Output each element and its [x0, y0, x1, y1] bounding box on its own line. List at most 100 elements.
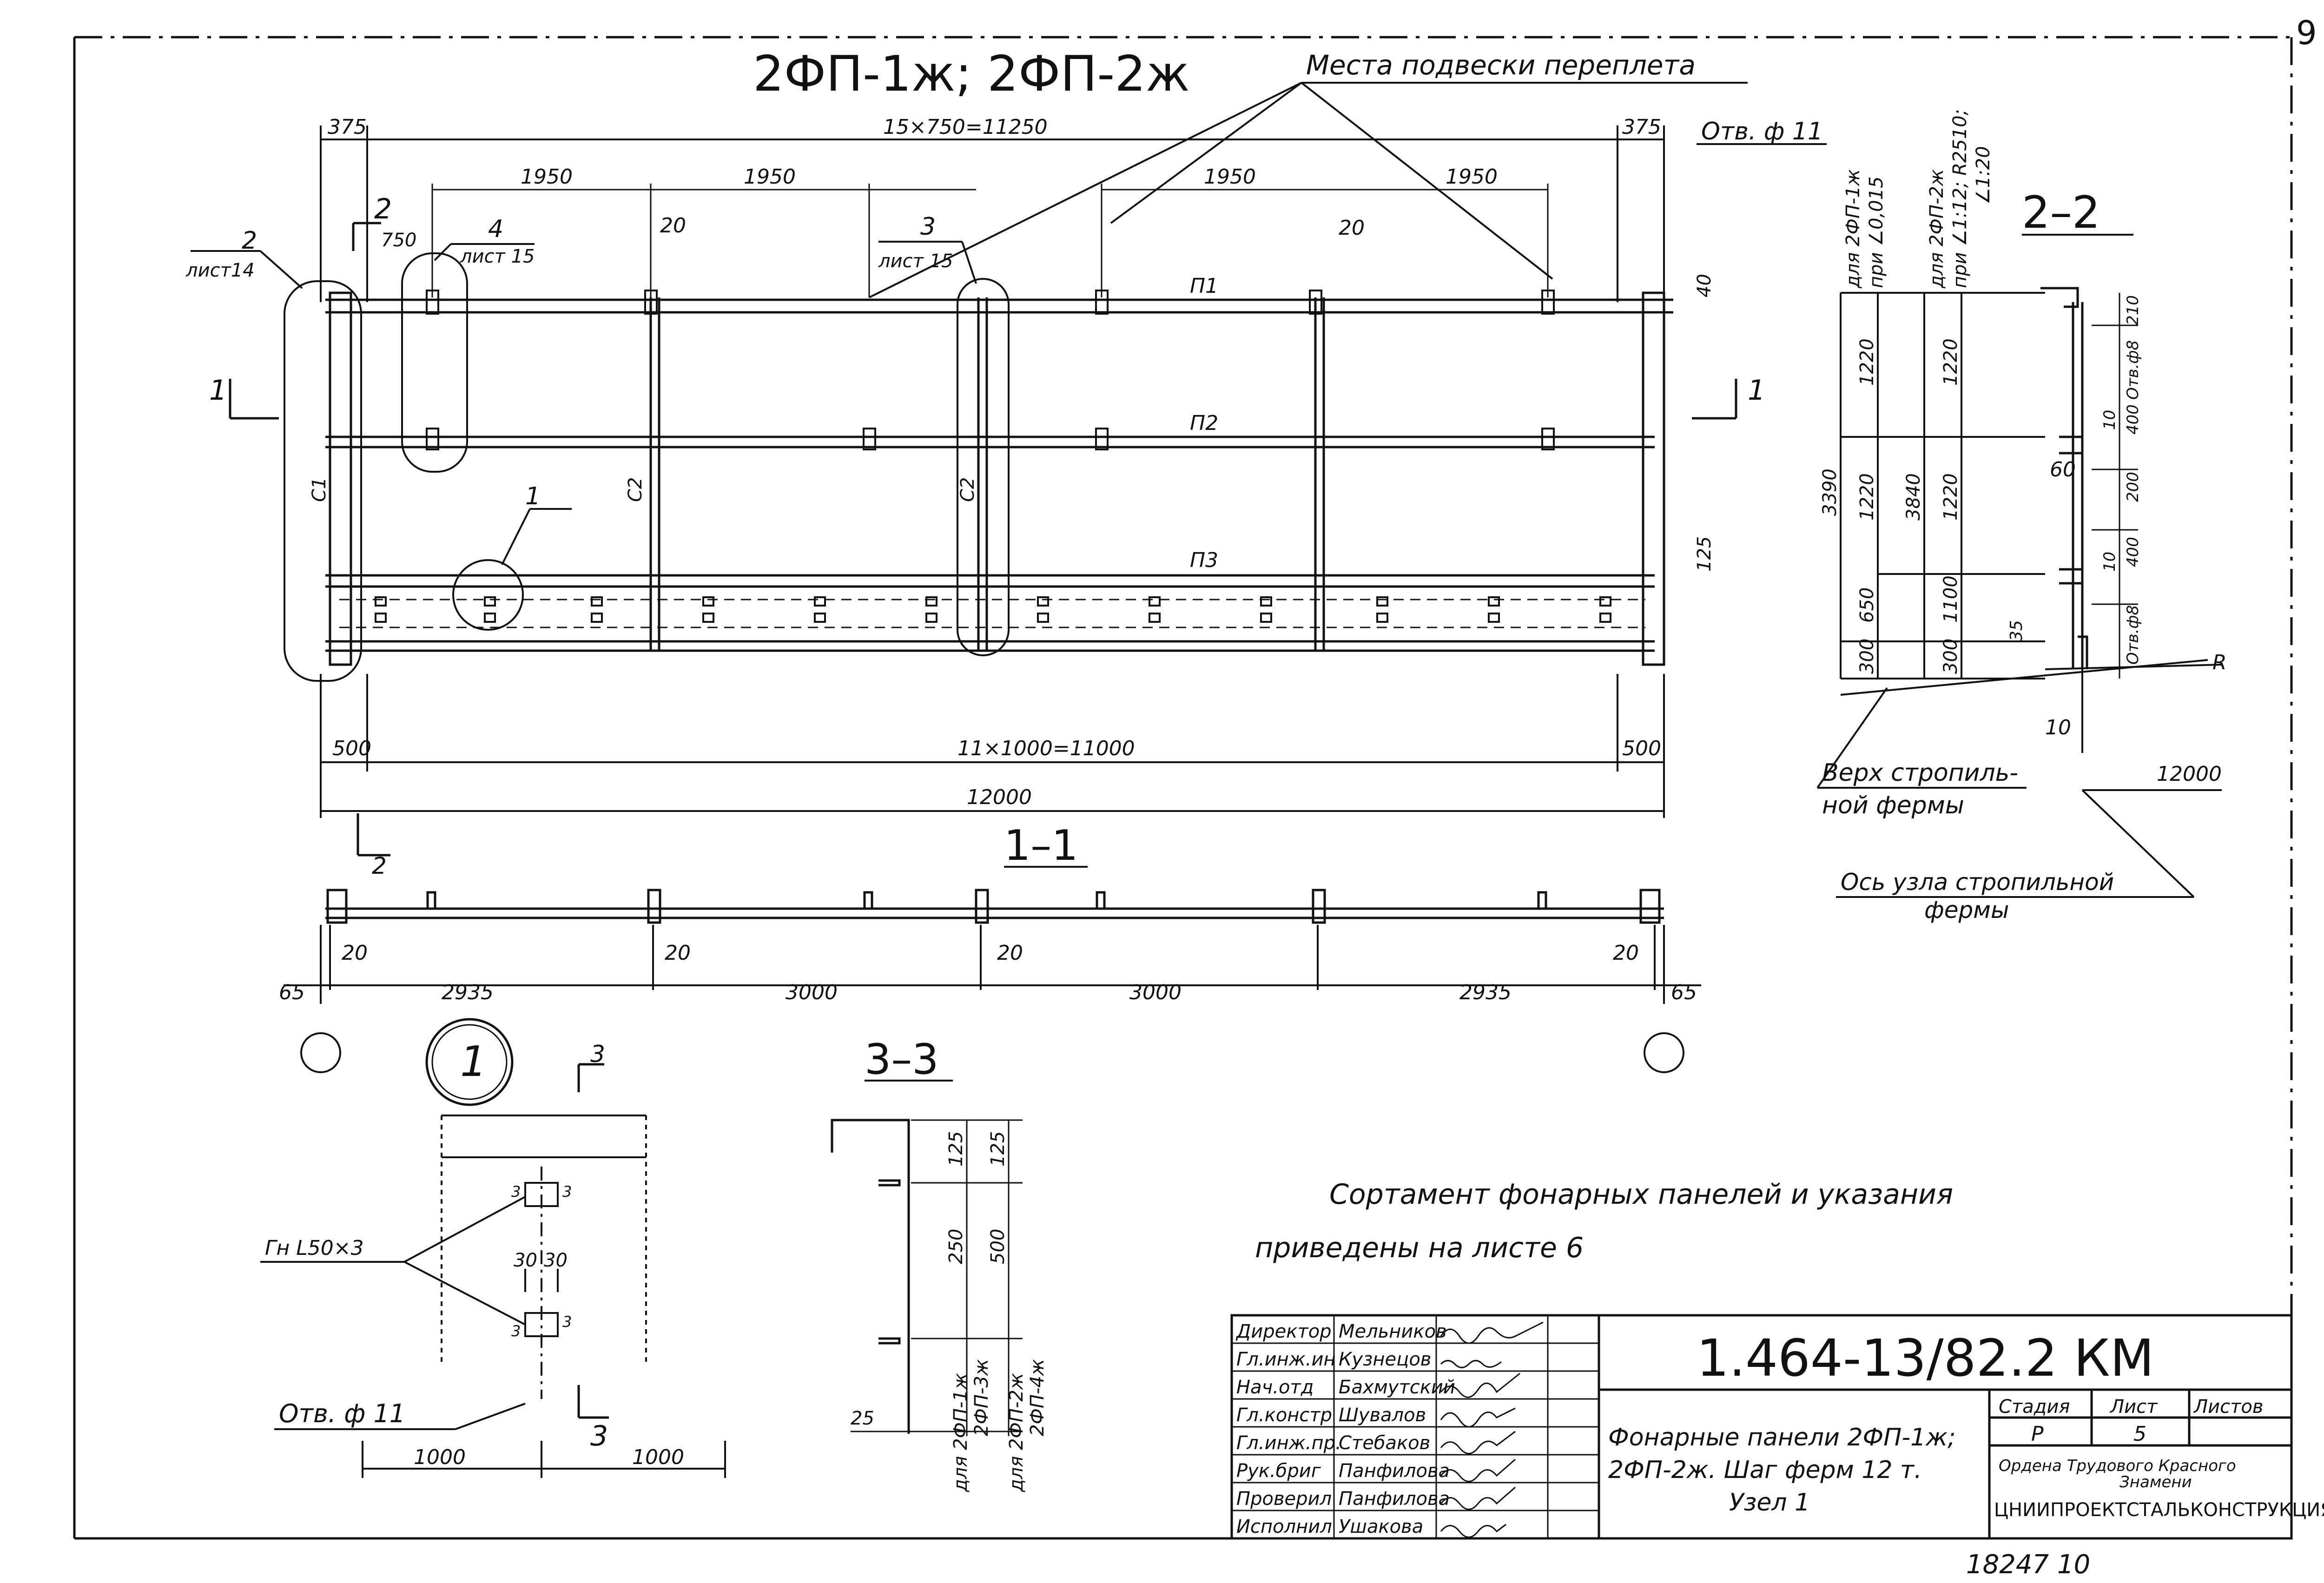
s22-note-b1: для 2ФП-2ж: [1926, 169, 1948, 289]
dim-1220-a: 1220: [1856, 338, 1878, 386]
dim-500-right: 500: [1622, 737, 1661, 760]
dim-1950-a: 1950: [521, 165, 573, 189]
truss-axis-leader: [1836, 789, 2195, 898]
member-label-p3: П3: [1190, 548, 1218, 572]
dim-500-left: 500: [332, 737, 371, 760]
panel-posts: [329, 291, 1665, 666]
gusset-leaders: [260, 1196, 526, 1326]
callout-leaders: [191, 241, 977, 565]
signature-scribbles: [1440, 1321, 1544, 1538]
staff-grid: [1232, 1315, 1599, 1538]
dim-12000-main: 12000: [967, 785, 1032, 809]
dim-200: 200: [2124, 472, 2142, 502]
node-1-detail: 1 3 3 3 3 3 3 30 30 Гн L50×3 Отв: [260, 1018, 726, 1478]
s22-note-b2: при ∠1:12; R2510;: [1949, 109, 1971, 288]
staff-role-6: Рук.бриг: [1236, 1460, 1321, 1482]
drawing-title: 2ФП-1ж; 2ФП-2ж: [753, 46, 1190, 102]
dim-20-a: 20: [660, 214, 686, 237]
dim-10-a: 10: [2100, 410, 2119, 430]
assortment-note-line2: приведены на листе 6: [1255, 1232, 1584, 1264]
dim-1220-c: 1220: [1940, 338, 1961, 386]
dim-1000-b: 1000: [632, 1445, 684, 1469]
org-line-1: Ордена Трудового Красного: [1999, 1457, 2236, 1475]
cut-2-top: 2: [374, 193, 392, 225]
staff-role-1: Директор: [1235, 1321, 1332, 1342]
staff-role-3: Нач.отд: [1236, 1377, 1314, 1398]
hole-label: Отв. ф 11: [279, 1399, 405, 1428]
drawing-title-2: 2ФП-2ж. Шаг ферм 12 т.: [1608, 1456, 1922, 1484]
stage-header: Стадия: [1999, 1396, 2070, 1418]
org-line-3: ЦНИИПРОЕКТСТАЛЬКОНСТРУКЦИЯ: [1994, 1499, 2324, 1521]
node-1-plate: [441, 1115, 647, 1399]
bottom-dimension-chain: [320, 674, 1665, 818]
staff-name-5: Стебаков: [1339, 1432, 1430, 1454]
axis-bubble-left: [300, 1032, 341, 1073]
dim-125-s3a: 125: [945, 1131, 967, 1167]
dim-60: 60: [2050, 458, 2076, 481]
staff-role-5: Гл.инж.пр.: [1236, 1432, 1341, 1454]
sheet-number: 9: [2296, 14, 2317, 52]
member-label-c1: С1: [309, 477, 330, 502]
section-2-2-right-dims: [2092, 293, 2138, 679]
truss-top-leader: [1816, 687, 2027, 789]
main-elevation: 375 375 15×750=11250 1950 1950 1950 1950…: [185, 115, 1765, 818]
dim-65-right: 65: [1671, 981, 1697, 1004]
callout-3-sheet: лист 15: [878, 251, 953, 272]
s33-note-a2: 2ФП-3ж: [971, 1359, 992, 1436]
detail-ellipses: [284, 252, 1010, 682]
panel-chords: [325, 298, 1673, 652]
dim-12000-section: 12000: [2157, 762, 2222, 786]
cut-2-section: 2: [372, 852, 387, 879]
section-3-3-profile: [831, 1119, 910, 1434]
staff-name-3: Бахмутский: [1339, 1377, 1455, 1398]
staff-role-4: Гл.констр: [1236, 1405, 1332, 1426]
dim-3000-b: 3000: [1129, 981, 1182, 1004]
staff-name-4: Шувалов: [1339, 1405, 1426, 1426]
section-3-3: 3–3 125 125 250 500 25 для 2ФП-1ж 2ФП-3ж…: [831, 1035, 1048, 1492]
bolt-holes: [375, 596, 1611, 623]
chord-hidden-lines: [339, 599, 1645, 628]
node-1-cut-mark: [577, 1063, 609, 1419]
s22-note-a2: при ∠0,015: [1866, 176, 1887, 288]
title-block: Директор Мельников Гл.инж.ин Кузнецов На…: [1230, 1314, 2324, 1540]
section-2-2-title: 2–2: [2022, 187, 2100, 238]
truss-top-line: [1840, 659, 2222, 753]
s22-note-b3: ∠1:20: [1973, 146, 1994, 204]
dim-125: 125: [1694, 536, 1715, 572]
section-3-3-title: 3–3: [865, 1035, 939, 1084]
dim-span-bottom: 11×1000=11000: [957, 737, 1135, 760]
dim-20-s1a: 20: [342, 941, 368, 965]
dim-3840: 3840: [1903, 473, 1924, 521]
dim-1000-a: 1000: [414, 1445, 466, 1469]
cut-1-right: 1: [1748, 374, 1765, 407]
section-1-1-cut-mark: [357, 813, 390, 857]
dim-20-s1b: 20: [665, 941, 691, 965]
dim-650: 650: [1856, 587, 1878, 623]
truss-top-1: Верх стропиль-: [1822, 759, 2018, 787]
section-1-1-beam: [325, 889, 1664, 924]
section-1-1-title: 1–1: [1004, 821, 1078, 870]
dim-25: 25: [851, 1408, 874, 1429]
dim-3390: 3390: [1819, 468, 1841, 516]
dim-1220-b: 1220: [1856, 473, 1878, 521]
dim-20-b: 20: [1339, 216, 1365, 240]
staff-name-1: Мельников: [1339, 1321, 1447, 1342]
dim-300-b: 300: [1940, 639, 1961, 674]
dim-3-b: 3: [562, 1183, 572, 1200]
hole-note-top: Отв. ф 11: [1701, 118, 1823, 145]
section-3-3-dims: [851, 1119, 1023, 1436]
dim-400-a: 400: [2124, 404, 2142, 435]
callout-2: 2: [242, 227, 257, 255]
dim-125-s3b: 125: [987, 1131, 1009, 1167]
cut-3-bottom: 3: [590, 1420, 608, 1452]
sheets-header: Листов: [2193, 1396, 2263, 1418]
s22-note-a1: для 2ФП-1ж: [1842, 169, 1864, 289]
dim-1950-c: 1950: [1204, 165, 1256, 189]
callout-2-sheet: лист14: [185, 260, 255, 281]
dim-30-b: 30: [544, 1250, 568, 1271]
dim-65-left: 65: [279, 981, 305, 1004]
dim-210: 210: [2124, 295, 2142, 325]
dim-span-top: 15×750=11250: [883, 115, 1048, 139]
truss-axis-2: фермы: [1924, 897, 2009, 923]
section-2-2-profile: [2040, 287, 2088, 669]
